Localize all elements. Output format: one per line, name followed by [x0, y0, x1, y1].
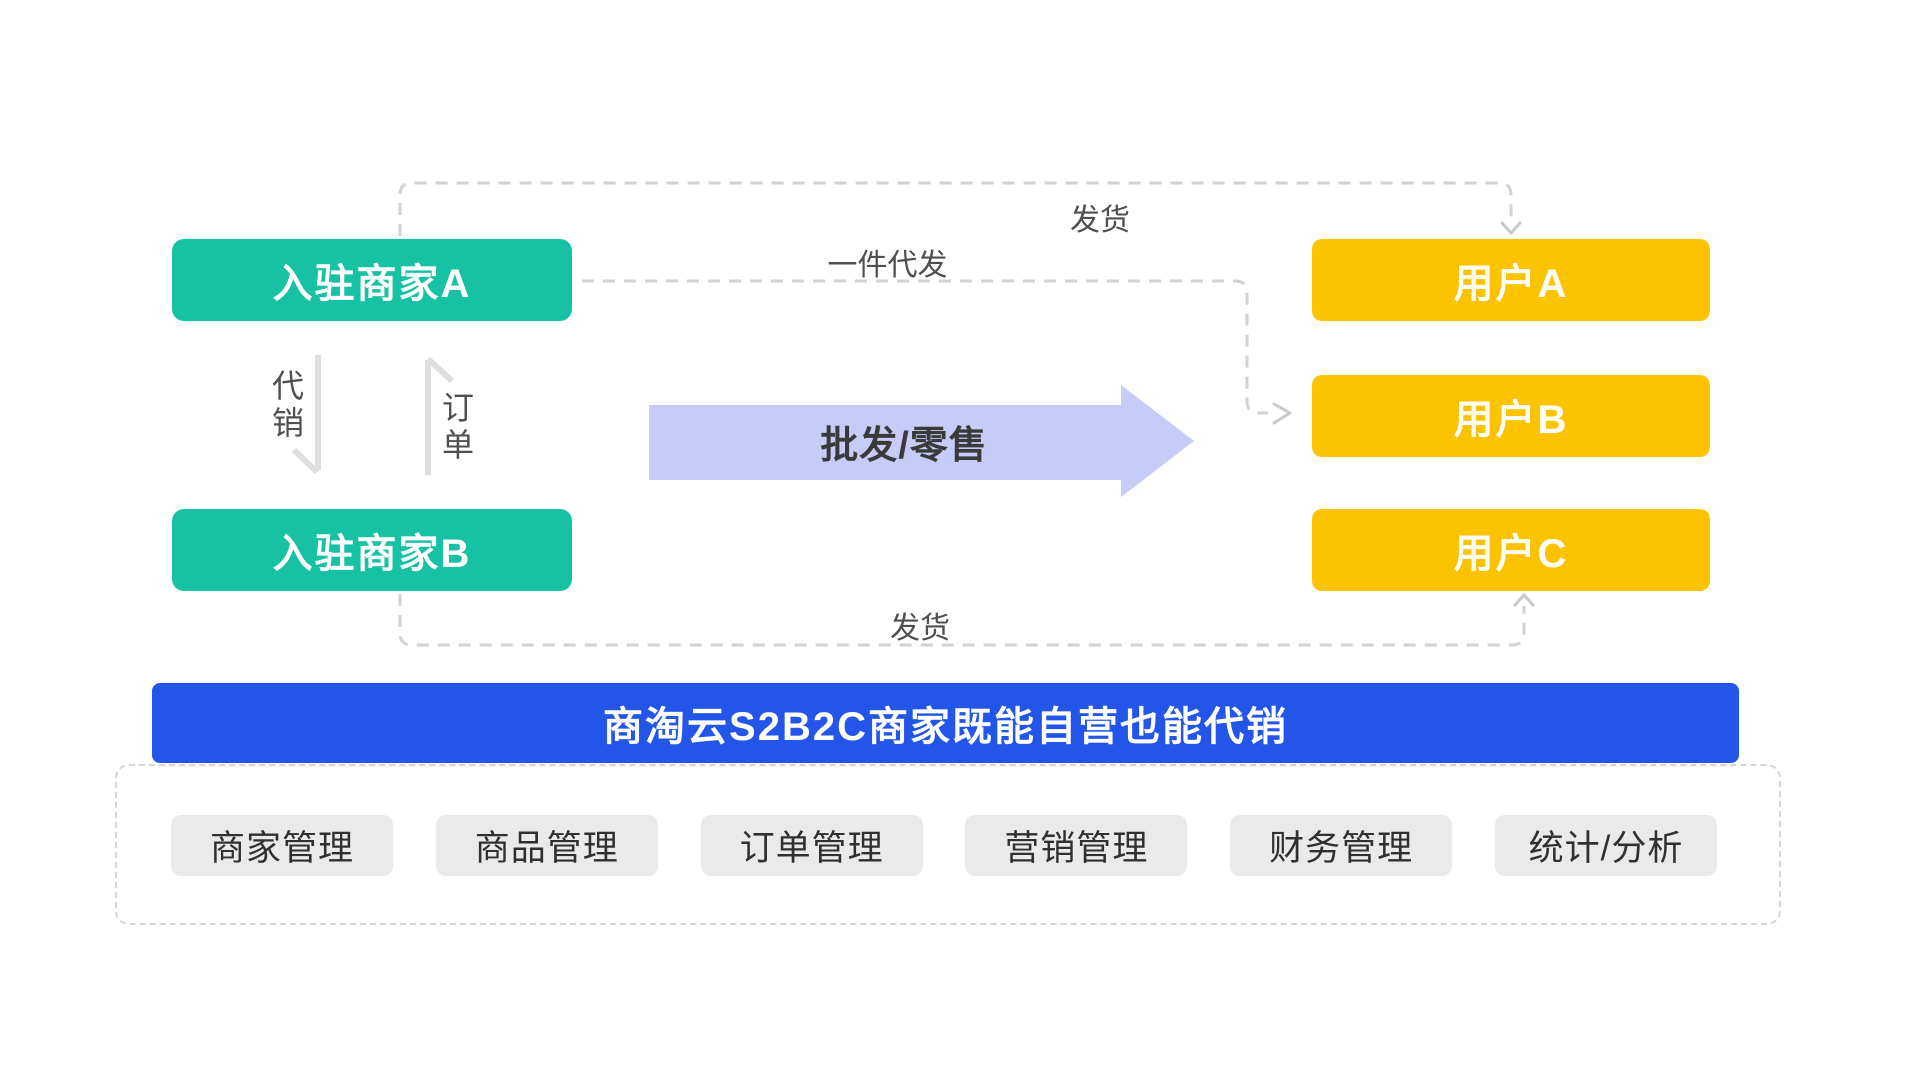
module-finance-management: 财务管理: [1230, 815, 1453, 876]
merchant-a-label: 入驻商家A: [272, 262, 472, 306]
user-a-box: 用户A: [1312, 239, 1710, 321]
module-statistics-analysis: 统计/分析: [1494, 815, 1717, 876]
wholesale-retail-label: 批发/零售: [820, 424, 988, 467]
ship-bottom-connector: [398, 593, 1535, 647]
module-row: 商家管理 商品管理 订单管理 营销管理 财务管理 统计/分析: [171, 815, 1717, 876]
merchant-b-label: 入驻商家B: [272, 532, 472, 576]
module-marketing-management: 营销管理: [965, 815, 1188, 876]
module-order-management: 订单管理: [700, 815, 923, 876]
ship-bottom-label: 发货: [890, 612, 950, 645]
user-a-label: 用户A: [1453, 262, 1569, 306]
consignment-label: 代销: [271, 368, 304, 441]
order-arrow: [425, 356, 455, 475]
module-merchant-management: 商家管理: [171, 815, 393, 876]
wholesale-retail-arrow: 批发/零售: [649, 385, 1195, 497]
user-b-label: 用户B: [1453, 398, 1569, 442]
banner: 商淘云S2B2C商家既能自营也能代销: [152, 683, 1739, 763]
dropship-label: 一件代发: [827, 249, 948, 282]
ship-top-label: 发货: [1070, 204, 1130, 237]
dropship-connector: [582, 279, 1292, 425]
consignment-arrow: [291, 355, 321, 475]
user-c-label: 用户C: [1453, 532, 1569, 576]
order-label: 订单: [441, 390, 474, 463]
user-b-box: 用户B: [1312, 375, 1710, 457]
arrow-shape-icon: [649, 385, 1194, 497]
banner-title: 商淘云S2B2C商家既能自营也能代销: [603, 705, 1288, 749]
merchant-a-box: 入驻商家A: [172, 239, 572, 321]
module-product-management: 商品管理: [435, 815, 658, 876]
merchant-b-box: 入驻商家B: [172, 509, 572, 591]
user-c-box: 用户C: [1312, 509, 1710, 591]
ship-top-connector: [398, 181, 1522, 236]
